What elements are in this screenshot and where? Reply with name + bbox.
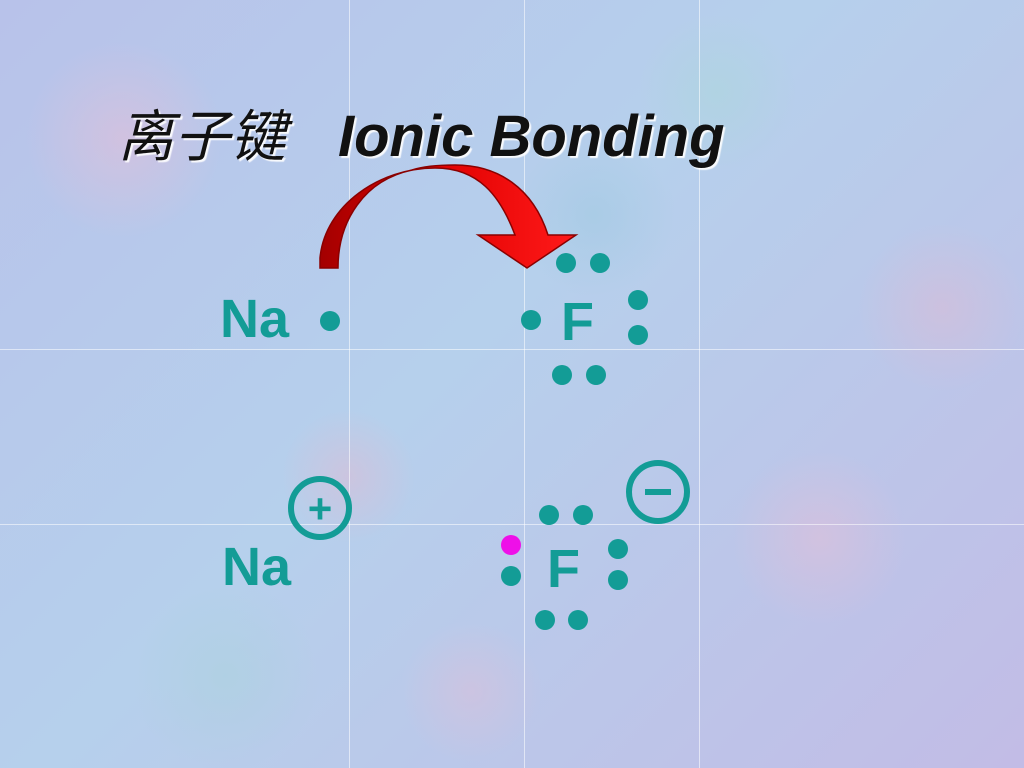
minus-charge-icon bbox=[626, 460, 690, 524]
electron-dot bbox=[628, 325, 648, 345]
grid-line-v2 bbox=[524, 0, 525, 768]
top-fluorine-symbol: F bbox=[561, 292, 594, 352]
electron-dot bbox=[608, 539, 628, 559]
bottom-sodium-symbol: Na bbox=[222, 537, 292, 597]
electron-dot bbox=[628, 290, 648, 310]
curved-arrow-icon bbox=[319, 164, 579, 269]
electron-dot bbox=[590, 253, 610, 273]
electron-dot bbox=[608, 570, 628, 590]
top-sodium-symbol: Na bbox=[220, 289, 290, 349]
transferred-electron bbox=[501, 535, 521, 555]
electron-dot bbox=[556, 253, 576, 273]
plus-charge-icon: + bbox=[288, 476, 352, 540]
bottom-fluorine-symbol: F bbox=[547, 539, 580, 599]
electron-dot bbox=[535, 610, 555, 630]
electron-dot bbox=[573, 505, 593, 525]
bottom-fluorine-electron-dots bbox=[501, 505, 628, 630]
electron-dot bbox=[568, 610, 588, 630]
grid-line-v3 bbox=[699, 0, 700, 768]
grid-line-h2 bbox=[0, 524, 1024, 525]
electron-dot bbox=[586, 365, 606, 385]
title-english: Ionic Bonding bbox=[338, 104, 725, 169]
title-chinese: 离子键 bbox=[118, 105, 286, 170]
top-fluorine-electron-dots bbox=[521, 253, 648, 385]
electron-dot bbox=[552, 365, 572, 385]
slide-title: 离子键 Ionic Bonding bbox=[118, 92, 725, 173]
grid-line-h1 bbox=[0, 349, 1024, 350]
electron-dot bbox=[539, 505, 559, 525]
electron-dot bbox=[501, 566, 521, 586]
grid-line-v1 bbox=[349, 0, 350, 768]
sodium-charge-sign: + bbox=[308, 485, 333, 532]
electron-dot bbox=[521, 310, 541, 330]
sodium-valence-electron bbox=[320, 311, 340, 331]
